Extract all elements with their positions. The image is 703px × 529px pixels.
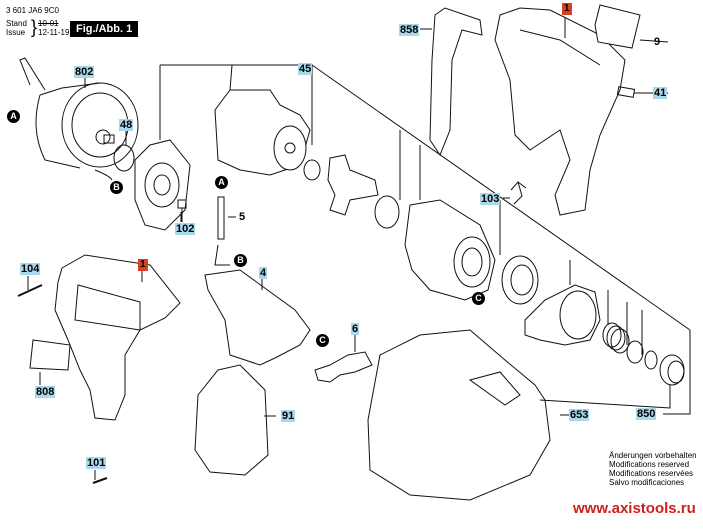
part-label-4: 4	[259, 267, 268, 279]
part-bearing-plate	[134, 139, 191, 231]
part-screw-104	[17, 284, 43, 297]
document-number: 3 601 JA6 9C0	[6, 6, 59, 15]
part-battery-91	[194, 364, 269, 476]
part-label-808: 808	[35, 386, 56, 398]
part-motor	[19, 57, 139, 181]
part-o-ring-48	[113, 144, 135, 172]
website-link[interactable]: www.axistools.ru	[573, 500, 696, 517]
part-strap	[429, 7, 483, 157]
part-label-653: 653	[569, 409, 590, 421]
leader-lines	[27, 18, 691, 480]
part-label-808	[29, 339, 71, 371]
part-pin-5	[217, 196, 225, 240]
part-label-48: 48	[119, 119, 134, 131]
connection-marker-a: A	[215, 176, 228, 189]
part-washer	[626, 340, 644, 364]
part-sleeve	[659, 354, 685, 386]
issue-value: 12-11-19	[38, 28, 70, 37]
notice-line: Salvo modificaciones	[609, 478, 685, 487]
connection-marker-a: A	[7, 110, 20, 123]
part-gearbox-45	[214, 89, 311, 176]
part-label-1-left: 1	[138, 259, 148, 271]
connection-marker-c: C	[316, 334, 329, 347]
part-gear-housing	[404, 199, 496, 301]
part-label-45: 45	[298, 63, 313, 75]
part-label-103: 103	[480, 193, 501, 205]
part-label-9: 9	[654, 36, 661, 48]
part-spring	[602, 322, 630, 354]
brace-symbol: }	[31, 17, 38, 37]
part-label-104: 104	[20, 263, 41, 275]
part-label-6: 6	[351, 323, 360, 335]
stand-value: 10-01	[38, 19, 59, 28]
part-label-9	[594, 4, 641, 49]
notice-line: Modifications reservées	[609, 469, 694, 478]
part-circlip	[644, 350, 658, 370]
part-label-5: 5	[239, 211, 246, 223]
modifications-notice: Änderungen vorbehalten Modifications res…	[609, 451, 697, 487]
part-label-101: 101	[86, 457, 107, 469]
part-label-850: 850	[636, 408, 657, 420]
part-label-102: 102	[175, 223, 196, 235]
part-label-1-top: 1	[562, 3, 572, 15]
part-bearing	[374, 195, 400, 229]
notice-line: Modifications reserved	[609, 460, 690, 469]
part-plate-41	[616, 86, 636, 98]
connection-marker-b: B	[110, 181, 123, 194]
part-switch-4	[204, 244, 311, 366]
part-spindle	[327, 154, 379, 216]
notice-line: Änderungen vorbehalten	[609, 451, 697, 460]
part-label-858: 858	[399, 24, 420, 36]
part-housing-right	[494, 7, 626, 216]
stand-label: Stand	[6, 19, 27, 28]
part-label-802: 802	[74, 66, 95, 78]
figure-label: Fig./Abb. 1	[70, 21, 139, 37]
part-slider-6	[314, 351, 373, 383]
part-screw-101	[92, 477, 108, 484]
connection-marker-c: C	[472, 292, 485, 305]
part-label-91: 91	[281, 410, 296, 422]
part-screw-102	[177, 199, 187, 222]
part-nose-cap	[524, 284, 601, 346]
part-label-41: 41	[653, 87, 668, 99]
part-housing-left	[54, 254, 181, 421]
issue-label: Issue	[6, 28, 26, 37]
part-charger-653	[367, 329, 551, 501]
part-clip-103	[510, 180, 527, 205]
connection-marker-b: B	[234, 254, 247, 267]
